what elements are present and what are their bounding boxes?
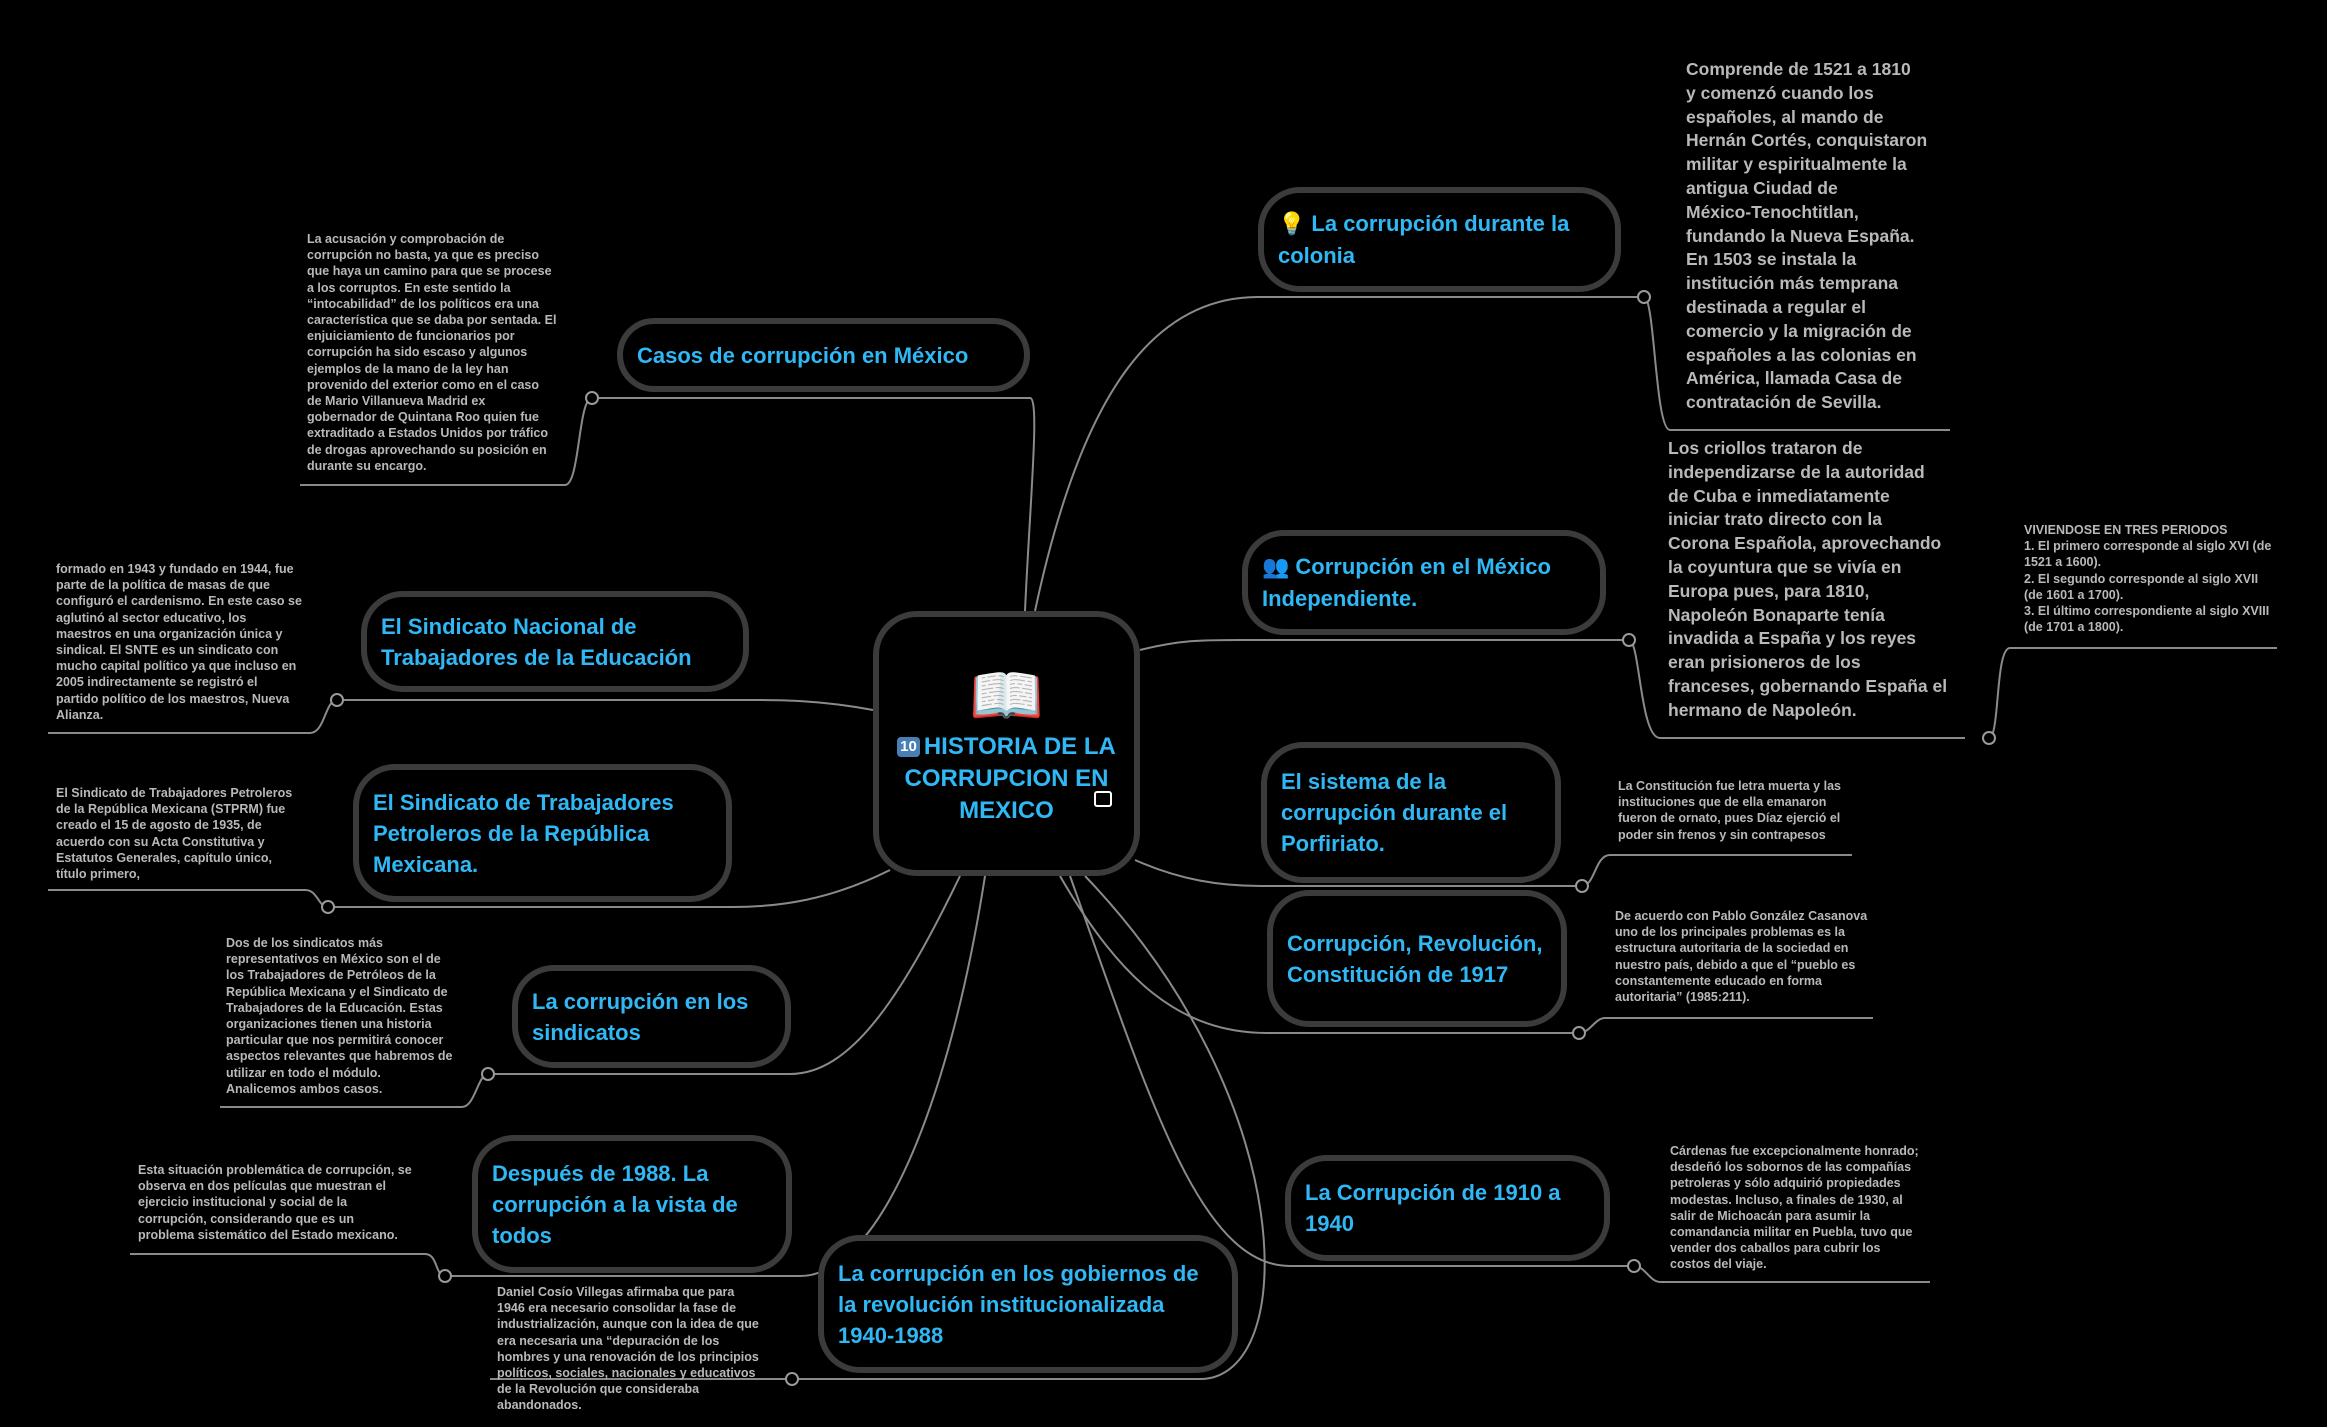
topic-1910-1940[interactable]: La Corrupción de 1910 a 1940 <box>1285 1155 1610 1261</box>
topic-despues-1988[interactable]: Después de 1988. La corrupción a la vist… <box>472 1135 792 1273</box>
note-sindicatos: Dos de los sindicatos más representativo… <box>226 936 453 1096</box>
topic-label: Corrupción, Revolución, Constitución de … <box>1287 930 1543 987</box>
connector-sindicatos <box>488 875 961 1075</box>
topic-label: La corrupción en los gobiernos de la rev… <box>838 1260 1199 1348</box>
connector-casos <box>592 397 1036 612</box>
note-revolucion: De acuerdo con Pablo González Casanova u… <box>1615 909 1868 1005</box>
note-line-despues <box>130 1253 446 1277</box>
topic-revolucion-1917[interactable]: Corrupción, Revolución, Constitución de … <box>1267 890 1567 1027</box>
keycap-ten-icon: 10 <box>897 737 920 758</box>
note-porfiriato: La Constitución fue letra muerta y las i… <box>1618 779 1841 842</box>
collapse-dot <box>330 693 344 707</box>
topic-colonia-text: 💡La corrupción durante la colonia <box>1278 208 1601 271</box>
topic-snte[interactable]: El Sindicato Nacional de Trabajadores de… <box>361 591 749 692</box>
note-line-periodos <box>1988 647 2277 739</box>
collapse-dot <box>1622 633 1636 647</box>
topic-sindicatos[interactable]: La corrupción en los sindicatos <box>512 965 791 1068</box>
topic-independiente[interactable]: 👥Corrupción en el México Independiente. <box>1242 530 1606 635</box>
note-gobiernos: Daniel Cosío Villegas afirmaba que para … <box>497 1285 759 1413</box>
collapse-dot <box>438 1269 452 1283</box>
central-title: HISTORIA DE LA CORRUPCION EN MEXICO <box>904 732 1116 824</box>
note-despues: Esta situación problemática de corrupció… <box>138 1163 412 1242</box>
people-icon: 👥 <box>1262 555 1290 580</box>
topic-label: La corrupción durante la colonia <box>1278 211 1570 268</box>
connector-snte <box>337 699 874 711</box>
collapse-dot <box>1627 1259 1641 1273</box>
connector-porfiriato <box>1134 859 1582 887</box>
note-petroleros: El Sindicato de Trabajadores Petroleros … <box>56 786 293 882</box>
lightbulb-icon: 💡 <box>1278 212 1306 237</box>
topic-colonia[interactable]: 💡La corrupción durante la colonia <box>1258 187 1621 292</box>
topic-gobiernos-revolucion[interactable]: La corrupción en los gobiernos de la rev… <box>818 1235 1238 1373</box>
topic-label: El Sindicato Nacional de Trabajadores de… <box>381 613 692 670</box>
open-book-icon: 📖 <box>969 660 1044 731</box>
collapse-dot <box>1637 290 1651 304</box>
connector-independiente <box>1139 639 1629 651</box>
topic-independiente-text: 👥Corrupción en el México Independiente. <box>1262 551 1586 614</box>
note-1910-1940: Cárdenas fue excepcionalmente honrado; d… <box>1670 1144 1919 1272</box>
note-snte: formado en 1943 y fundado en 1944, fue p… <box>56 562 302 722</box>
topic-label: La corrupción en los sindicatos <box>532 988 749 1045</box>
note-colonia: Comprende de 1521 a 1810 y comenzó cuand… <box>1686 59 1928 413</box>
collapse-dot <box>1982 731 1996 745</box>
topic-label: El sistema de la corrupción durante el P… <box>1281 769 1508 856</box>
note-independiente: Los criollos trataron de independizarse … <box>1668 438 1948 720</box>
note-line-porfiriato <box>1581 854 1852 887</box>
topic-casos[interactable]: Casos de corrupción en México <box>617 318 1030 392</box>
connector-colonia <box>1034 296 1644 612</box>
image-icon[interactable] <box>1094 791 1112 807</box>
topic-petroleros[interactable]: El Sindicato de Trabajadores Petroleros … <box>353 764 732 902</box>
collapse-dot <box>1575 879 1589 893</box>
collapse-dot <box>321 900 335 914</box>
collapse-dot <box>481 1067 495 1081</box>
topic-label: Después de 1988. La corrupción a la vist… <box>492 1160 738 1248</box>
collapse-dot <box>1572 1026 1586 1040</box>
note-casos: La acusación y comprobación de corrupció… <box>307 232 557 473</box>
note-line-revolucion <box>1578 1017 1873 1034</box>
connector-petroleros <box>328 869 891 908</box>
note-line-colonia <box>1643 296 1950 431</box>
note-periodos: VIVIENDOSE EN TRES PERIODOS 1. El primer… <box>2024 523 2272 635</box>
topic-label: Corrupción en el México Independiente. <box>1262 554 1551 611</box>
collapse-dot <box>585 391 599 405</box>
topic-label: El Sindicato de Trabajadores Petroleros … <box>373 789 674 877</box>
topic-label: La Corrupción de 1910 a 1940 <box>1305 1180 1561 1236</box>
topic-label: Casos de corrupción en México <box>637 342 969 368</box>
note-line-petroleros <box>48 889 329 908</box>
connector-gobiernos <box>792 875 1266 1380</box>
topic-porfiriato[interactable]: El sistema de la corrupción durante el P… <box>1261 742 1561 883</box>
collapse-dot <box>785 1372 799 1386</box>
